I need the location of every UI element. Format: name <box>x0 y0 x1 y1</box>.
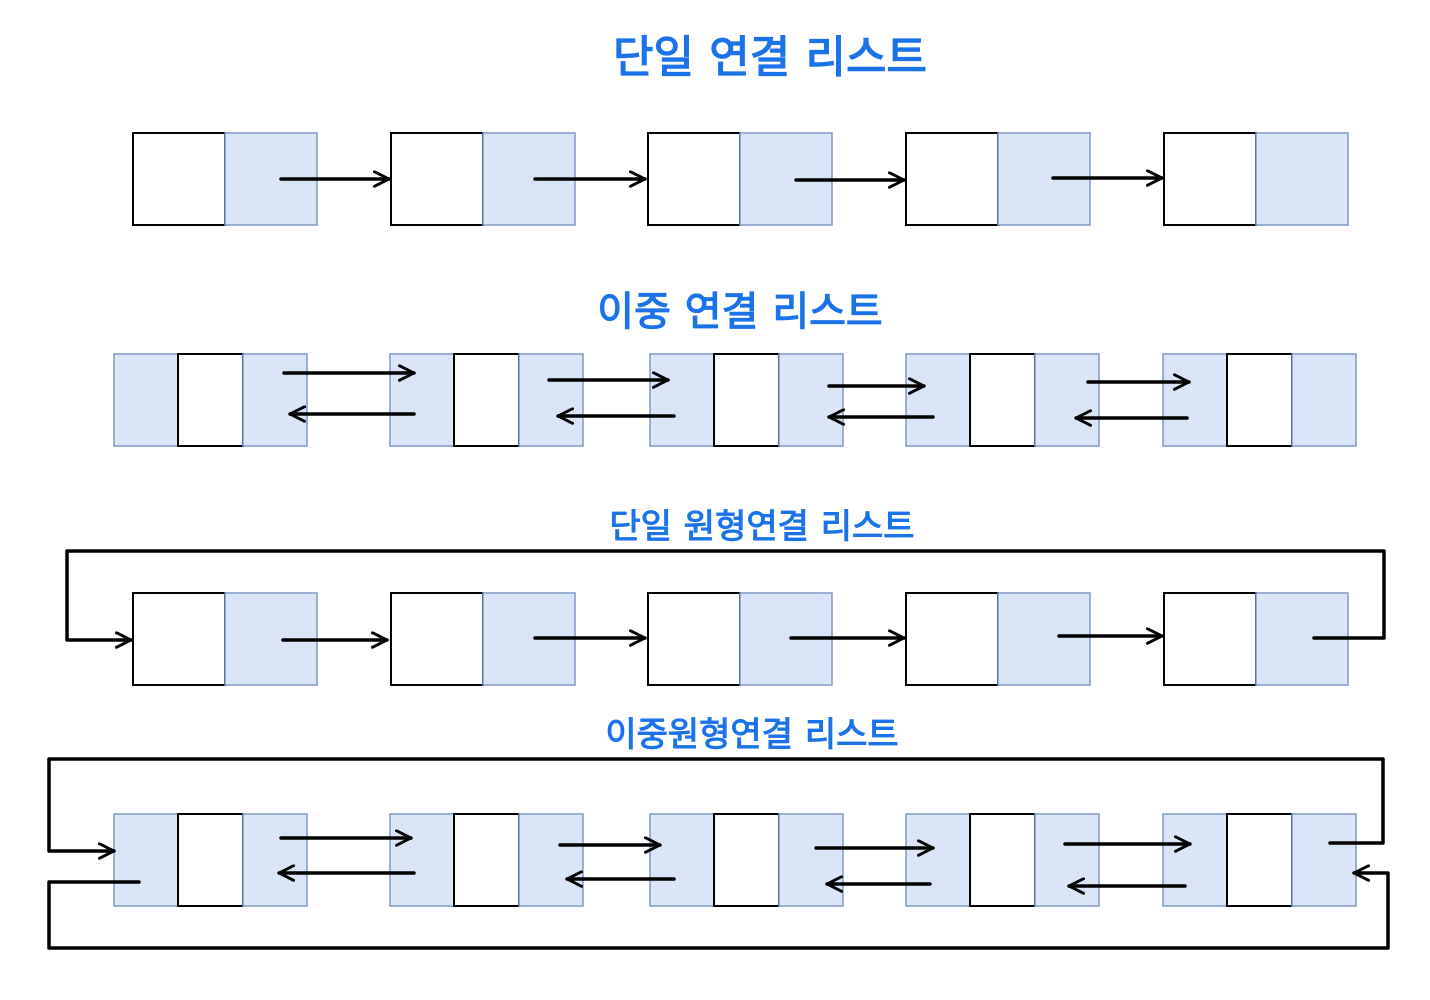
node-data-cell <box>905 132 999 226</box>
node-prev-cell <box>1162 353 1228 447</box>
node-prev-cell <box>1162 813 1228 907</box>
node-data-cell <box>390 132 484 226</box>
node-next-cell <box>242 353 308 447</box>
doubly-circular-linked-list <box>47 757 1390 950</box>
title-singly-linked-list: 단일 연결 리스트 <box>613 32 927 83</box>
title-singly-circular-linked-list: 단일 원형연결 리스트 <box>609 507 914 547</box>
node-data-cell <box>969 813 1036 907</box>
node-next-cell <box>1034 353 1100 447</box>
doubly-linked-list <box>113 353 1357 447</box>
node-data-cell <box>390 592 484 686</box>
node-data-cell <box>132 132 226 226</box>
node <box>649 813 844 907</box>
node-data-cell <box>177 813 244 907</box>
title-doubly-circular-linked-list: 이중원형연결 리스트 <box>605 715 898 755</box>
circular-prev-link <box>47 864 1390 950</box>
node-data-cell <box>647 592 741 686</box>
node-next-cell <box>1034 813 1100 907</box>
node <box>113 353 308 447</box>
node-prev-cell <box>389 353 455 447</box>
node-next-cell <box>997 592 1091 686</box>
node-data-cell <box>132 592 226 686</box>
node-data-cell <box>969 353 1036 447</box>
node-next-cell <box>778 353 844 447</box>
node-next-cell <box>1291 813 1357 907</box>
node-data-cell <box>713 813 780 907</box>
node-next-cell <box>518 353 584 447</box>
node <box>1162 813 1357 907</box>
node-data-cell <box>1163 132 1257 226</box>
singly-circular-linked-list <box>65 549 1386 686</box>
node-data-cell <box>453 353 520 447</box>
circular-next-link <box>65 549 1386 649</box>
node <box>1163 132 1349 226</box>
node <box>905 353 1100 447</box>
node-data-cell <box>1163 592 1257 686</box>
node-data-cell <box>713 353 780 447</box>
node-prev-cell <box>113 813 179 907</box>
node-next-cell <box>518 813 584 907</box>
node-prev-cell <box>389 813 455 907</box>
node-data-cell <box>453 813 520 907</box>
node <box>905 592 1091 686</box>
node <box>389 813 584 907</box>
node <box>649 353 844 447</box>
node <box>1162 353 1357 447</box>
node-data-cell <box>177 353 244 447</box>
node-prev-cell <box>649 813 715 907</box>
node-next-cell <box>1255 132 1349 226</box>
node <box>647 592 833 686</box>
node-data-cell <box>1226 813 1293 907</box>
node-prev-cell <box>905 813 971 907</box>
node-data-cell <box>1226 353 1293 447</box>
node <box>1163 592 1349 686</box>
node-next-cell <box>1291 353 1357 447</box>
singly-linked-list <box>132 132 1349 226</box>
node-next-cell <box>242 813 308 907</box>
node-prev-cell <box>905 353 971 447</box>
node-prev-cell <box>649 353 715 447</box>
node <box>390 132 576 226</box>
circular-next-link <box>47 757 1385 860</box>
node-data-cell <box>647 132 741 226</box>
node <box>113 813 308 907</box>
node-data-cell <box>905 592 999 686</box>
node <box>132 132 318 226</box>
node <box>905 813 1100 907</box>
node <box>905 132 1091 226</box>
node-next-cell <box>778 813 844 907</box>
node <box>390 592 576 686</box>
node-prev-cell <box>113 353 179 447</box>
node <box>389 353 584 447</box>
title-doubly-linked-list: 이중 연결 리스트 <box>597 289 882 335</box>
